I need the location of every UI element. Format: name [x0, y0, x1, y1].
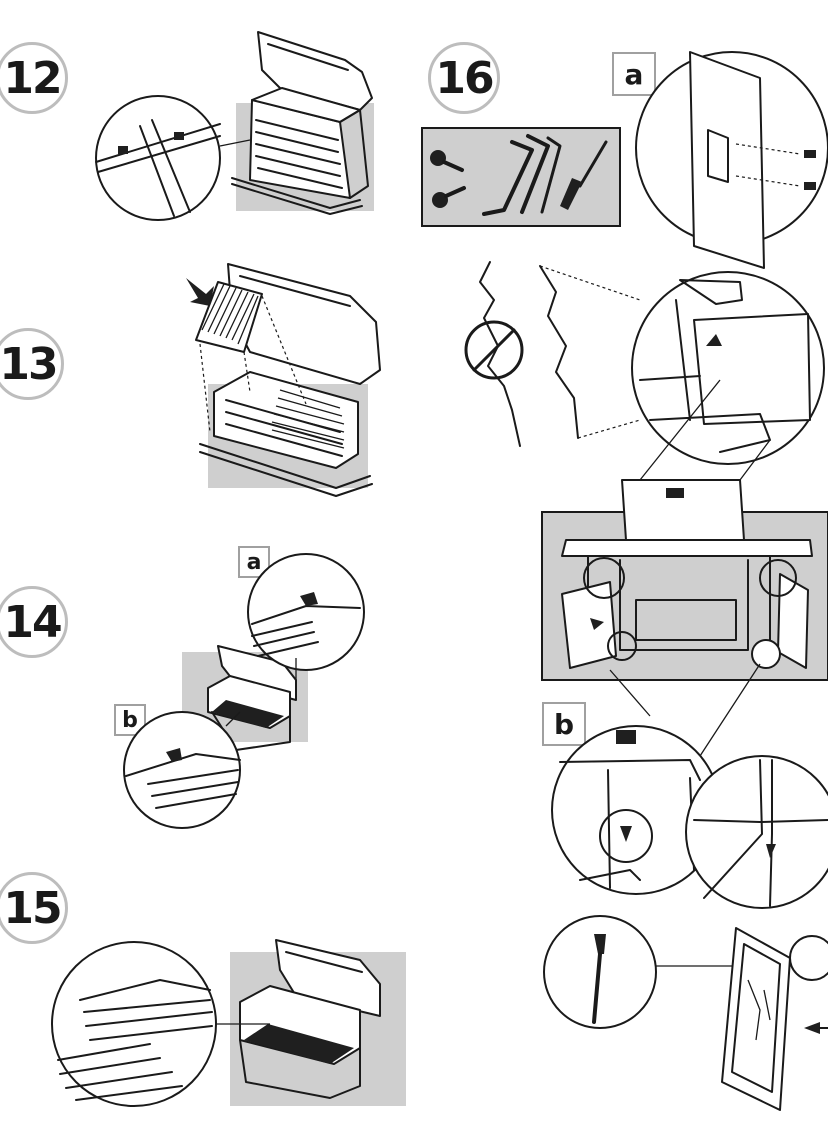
screwdriver-icon-detail — [592, 934, 606, 1024]
step-12-number: 12 — [3, 52, 62, 104]
step-14-detail-circle-a — [247, 553, 365, 700]
step-14-grill — [207, 645, 297, 751]
step-14-number: 14 — [3, 596, 62, 648]
step-16-detail-circle-corner — [685, 755, 828, 909]
step-16-badge: 16 — [428, 42, 500, 114]
step-15-detail-circle — [51, 941, 270, 1107]
step-16-number: 16 — [435, 52, 494, 104]
step-15-number: 15 — [3, 882, 62, 934]
step-12-detail-circle — [95, 95, 251, 221]
step-16-door-assembly — [543, 915, 828, 1111]
step-12-badge: 12 — [0, 42, 68, 114]
step-14-badge: 14 — [0, 586, 68, 658]
prohibited-icon — [464, 320, 524, 380]
step-12-grill — [231, 31, 373, 215]
step-15-grill — [239, 939, 381, 1099]
screwdriver-icon — [560, 140, 608, 210]
step-16-detail-circle-hinge — [631, 271, 825, 465]
step-16-sub-a: a — [612, 52, 656, 96]
step-16-detail-circle-a — [635, 51, 828, 269]
step-16-tools-panel — [421, 127, 621, 227]
bolt-icon — [430, 150, 466, 208]
step-14-detail-circle-b — [123, 711, 241, 829]
step-13-number: 13 — [0, 338, 59, 390]
allen-key-icon — [482, 134, 562, 216]
step-16-sub-b: b — [542, 702, 586, 746]
step-13-badge: 13 — [0, 328, 64, 400]
step-13-grill — [195, 263, 381, 497]
step-16-detail-circle-b — [551, 725, 721, 895]
step-16-cart-view — [541, 379, 828, 757]
step-15-badge: 15 — [0, 872, 68, 944]
step-16-wrong-orientation — [464, 261, 641, 447]
down-arrow-icon — [186, 278, 214, 306]
